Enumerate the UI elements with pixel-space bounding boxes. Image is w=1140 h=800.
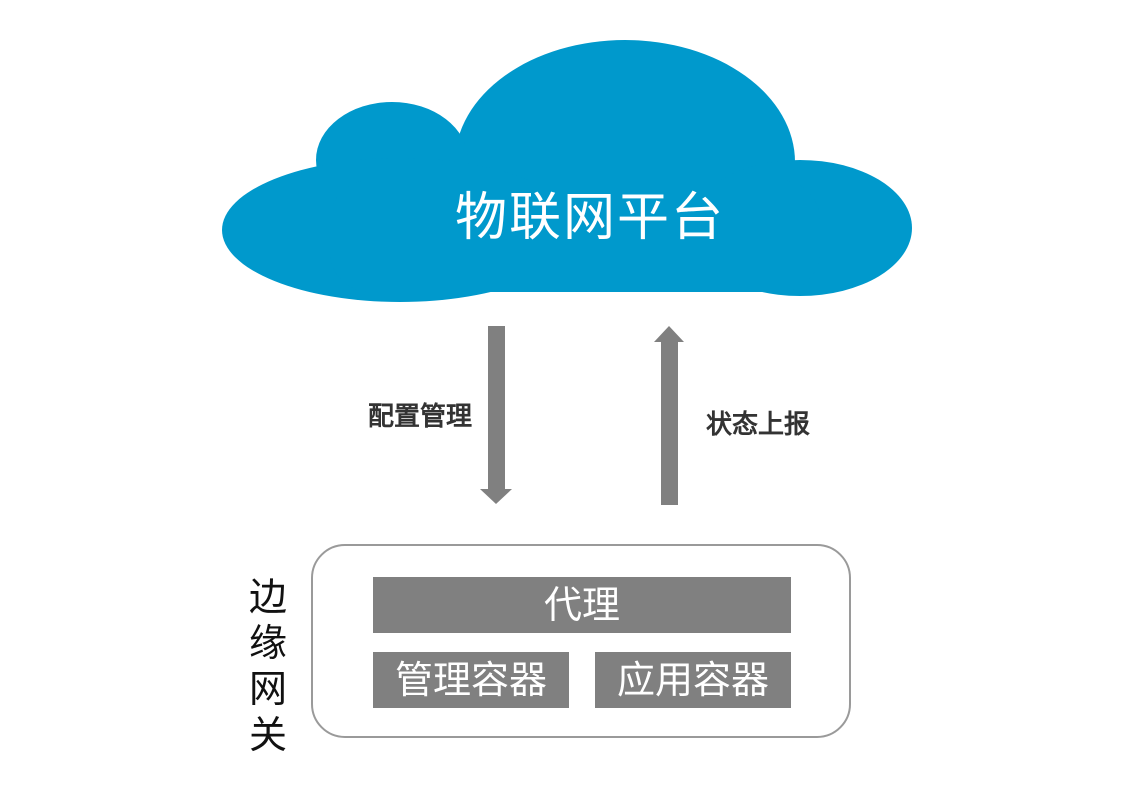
platform-title: 物联网平台 — [454, 188, 725, 248]
up-arrow-shaft — [661, 341, 678, 505]
status-report-arrow — [654, 326, 684, 505]
config-management-label: 配置管理 — [368, 402, 473, 432]
edge-gateway-frame — [311, 544, 851, 738]
agent-block: 代理 — [373, 577, 791, 633]
management-container-block: 管理容器 — [373, 652, 569, 708]
agent-label: 代理 — [543, 583, 620, 627]
cloud-base-fill — [330, 180, 820, 292]
status-report-label: 状态上报 — [706, 410, 811, 440]
edge-gateway-label: 边缘网关 — [248, 575, 287, 757]
down-arrow-head — [480, 489, 512, 504]
down-arrow-shaft — [488, 326, 505, 490]
application-container-label: 应用容器 — [616, 658, 769, 702]
iot-platform-cloud — [222, 40, 912, 302]
management-container-label: 管理容器 — [394, 658, 547, 702]
up-arrow-head — [654, 326, 684, 342]
application-container-block: 应用容器 — [595, 652, 791, 708]
config-management-arrow — [480, 326, 512, 504]
